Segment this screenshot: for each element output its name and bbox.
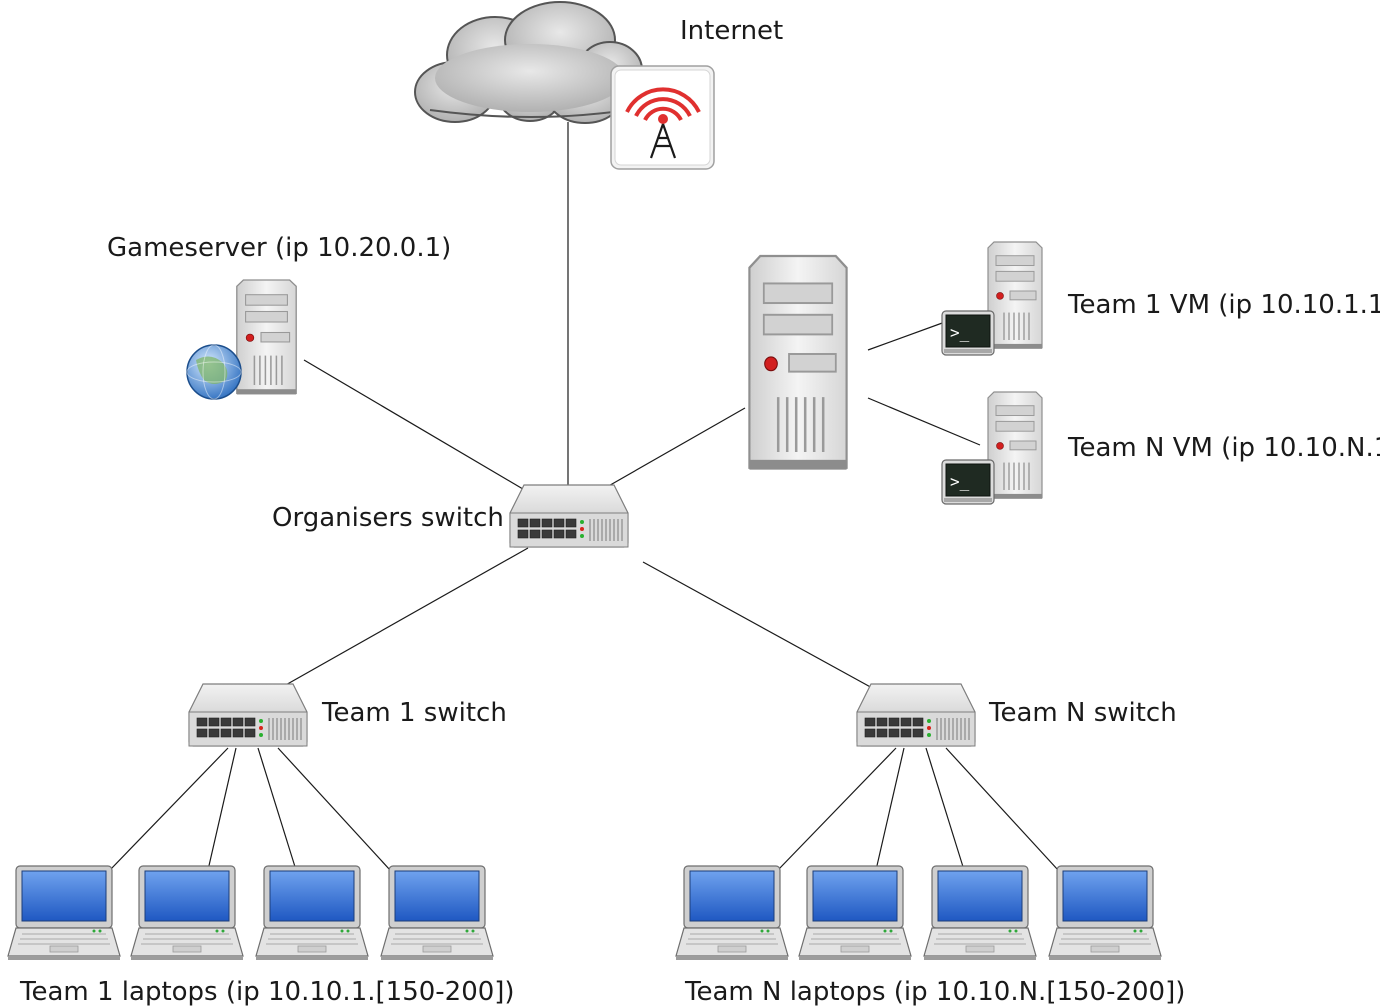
link-teamNswitch-laptop1 bbox=[777, 747, 897, 871]
laptop-icon bbox=[7, 865, 121, 961]
laptop-icon bbox=[675, 865, 789, 961]
link-host-team1vm bbox=[867, 321, 946, 351]
team1-switch-label: Team 1 switch bbox=[321, 698, 507, 728]
antenna-icon bbox=[610, 65, 715, 170]
teamN-switch-label: Team N switch bbox=[988, 698, 1177, 728]
link-team1switch-laptop4 bbox=[277, 747, 391, 871]
link-host-organisers bbox=[597, 407, 746, 493]
link-teamNswitch-laptop3 bbox=[925, 747, 965, 871]
teamN-laptops bbox=[675, 865, 1162, 961]
server-icon bbox=[987, 391, 1043, 500]
terminal-icon bbox=[941, 310, 995, 356]
internet-label: Internet bbox=[680, 16, 783, 46]
gameserver-node bbox=[186, 279, 297, 400]
cloud-icon bbox=[414, 1, 643, 124]
link-team1switch-laptop3 bbox=[257, 747, 297, 871]
laptop-icon bbox=[255, 865, 369, 961]
team1-vm-label: Team 1 VM (ip 10.10.1.1) bbox=[1067, 290, 1380, 320]
link-organisers-team1switch bbox=[267, 547, 529, 696]
link-team1switch-laptop1 bbox=[109, 747, 229, 871]
laptop-icon bbox=[380, 865, 494, 961]
team1-vm-node bbox=[941, 241, 1043, 356]
laptop-icon bbox=[1048, 865, 1162, 961]
server-icon bbox=[748, 254, 848, 472]
organisers-switch-icon bbox=[509, 484, 629, 548]
teamN-vm-label: Team N VM (ip 10.10.N.1) bbox=[1067, 433, 1380, 463]
laptop-icon bbox=[130, 865, 244, 961]
team1-laptops bbox=[7, 865, 494, 961]
connections bbox=[109, 122, 1059, 871]
team1-laptops-label: Team 1 laptops (ip 10.10.1.[150-200]) bbox=[19, 977, 515, 1007]
laptop-icon bbox=[923, 865, 1037, 961]
link-host-teamNvm bbox=[867, 397, 981, 446]
teamN-vm-node bbox=[941, 391, 1043, 505]
teamN-switch-icon bbox=[856, 683, 976, 747]
team1-switch-icon bbox=[188, 683, 308, 747]
globe-icon bbox=[186, 344, 242, 400]
link-teamNswitch-laptop2 bbox=[875, 747, 905, 871]
link-gameserver-organisers bbox=[303, 359, 529, 493]
link-teamNswitch-laptop4 bbox=[945, 747, 1059, 871]
link-organisers-teamNswitch bbox=[642, 561, 886, 696]
host-server-node bbox=[748, 254, 848, 472]
link-team1switch-laptop2 bbox=[207, 747, 237, 871]
organisers-switch-label: Organisers switch bbox=[272, 503, 504, 533]
server-icon bbox=[236, 279, 297, 396]
teamN-laptops-label: Team N laptops (ip 10.10.N.[150-200]) bbox=[684, 977, 1185, 1007]
gameserver-label: Gameserver (ip 10.20.0.1) bbox=[107, 233, 451, 263]
laptop-icon bbox=[798, 865, 912, 961]
server-icon bbox=[987, 241, 1043, 350]
terminal-icon bbox=[941, 459, 995, 505]
